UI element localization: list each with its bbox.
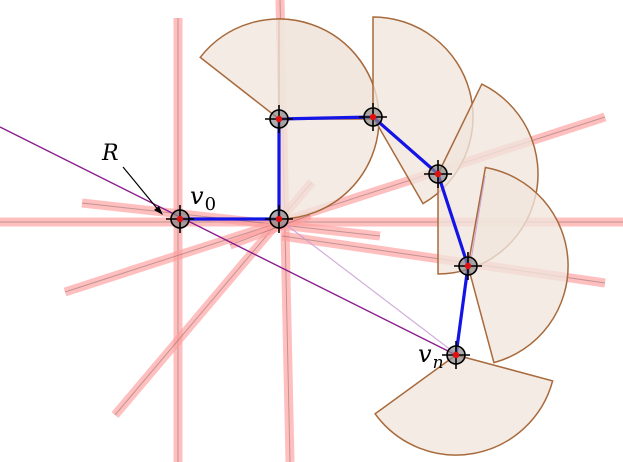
- vertex-dot: [434, 170, 442, 178]
- vertex-markers: [166, 103, 482, 369]
- vertex-dot: [452, 351, 460, 359]
- vertex-dot: [176, 215, 184, 223]
- vertex-dot: [369, 113, 377, 121]
- radius-label: R: [101, 141, 119, 166]
- vertex-dot: [464, 262, 472, 270]
- vertex-marker-5-icon: [454, 252, 482, 280]
- end-vertex-label-sub: n: [433, 353, 444, 373]
- fan-sector-2: [199, 18, 380, 120]
- vertex-dot: [275, 215, 283, 223]
- vertex-marker-2-icon: [265, 105, 293, 133]
- vertex-marker-3-icon: [359, 103, 387, 131]
- vertex-marker-1-icon: [265, 205, 293, 233]
- diagonal-line-v0-vn: [0, 126, 461, 358]
- start-vertex-label-sub: 0: [205, 194, 216, 215]
- fan-sectors: [199, 16, 569, 456]
- light-vertical-line: [469, 175, 486, 267]
- start-vertex-label-main: v: [190, 182, 204, 210]
- fan-sector-6: [374, 354, 554, 456]
- end-vertex-label-main: v: [418, 340, 432, 368]
- vertex-marker-6-icon: [442, 341, 470, 369]
- start-vertex-label: v0: [190, 182, 216, 215]
- radius-arrow-line: [122, 166, 161, 213]
- vertex-marker-4-icon: [424, 160, 452, 188]
- light-diagonal-line: [279, 219, 461, 358]
- constraint-band-core-8: [229, 214, 311, 246]
- vertex-marker-0-icon: [166, 205, 194, 233]
- radius-arrow-head: [154, 206, 163, 215]
- vertex-dot: [275, 115, 283, 123]
- end-vertex-label: vn: [418, 340, 444, 373]
- constraint-band-8: [228, 210, 312, 250]
- fan-sector-5: [467, 166, 569, 364]
